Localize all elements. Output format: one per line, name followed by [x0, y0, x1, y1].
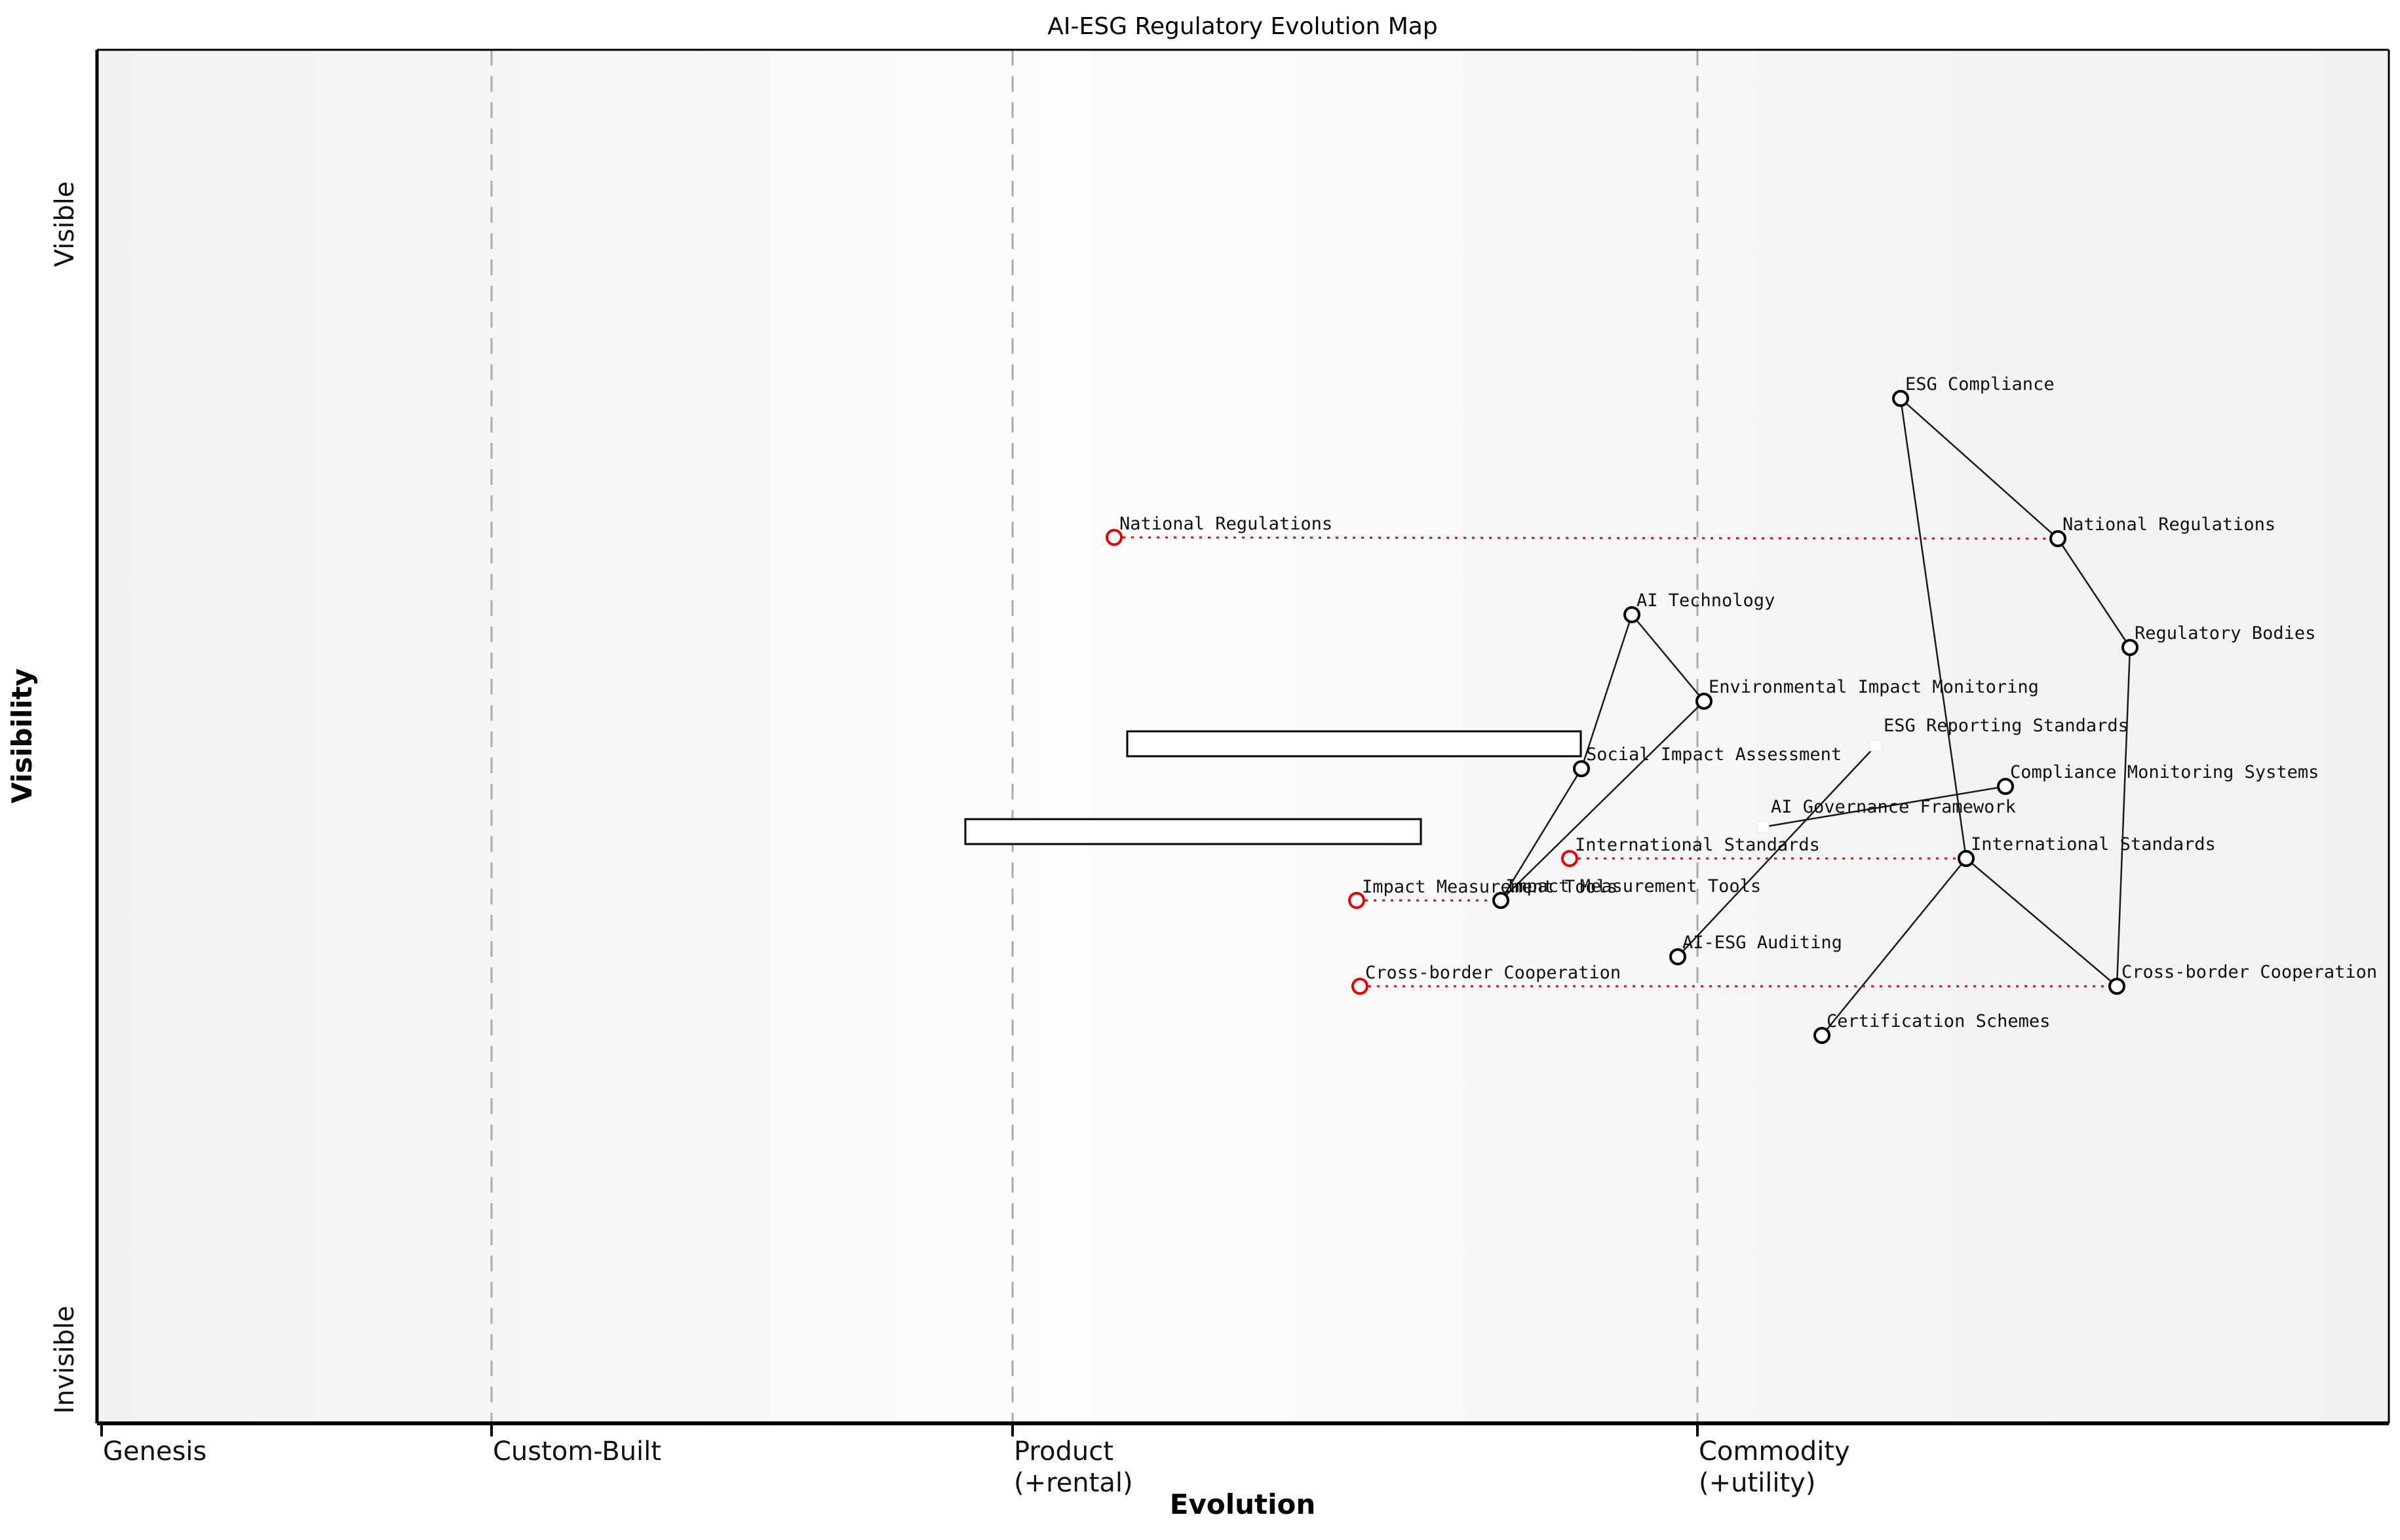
component-label: International Standards — [1971, 834, 2216, 855]
y-axis-title: Visibility — [6, 668, 38, 803]
stage-label-commodity: Commodity — [1699, 1436, 1850, 1467]
map-edge-ai_technology--environmental_impact_monitoring — [1631, 614, 1705, 702]
component-label: Cross-border Cooperation — [2121, 962, 2377, 982]
stage-label-genesis: Genesis — [103, 1436, 206, 1467]
component-label: AI-ESG Auditing — [1682, 933, 1842, 953]
stage-label-product: Product — [1014, 1436, 1113, 1467]
chart-title: AI-ESG Regulatory Evolution Map — [1047, 13, 1437, 40]
pipeline-box — [964, 818, 1422, 845]
component-label: Certification Schemes — [1827, 1011, 2050, 1031]
component-label: Social Impact Assessment — [1586, 744, 1842, 765]
stage-label-custom-built: Custom-Built — [493, 1436, 661, 1467]
y-axis-visible-label: Visible — [50, 182, 80, 267]
map-edge-esg_compliance--international_standards — [1899, 398, 1967, 859]
component-node — [1573, 760, 1590, 777]
map-edge-international_standards--certification_schemes — [1821, 858, 1967, 1036]
component-label: AI Governance Framework — [1771, 797, 2016, 817]
map-edge-international_standards--cross_border_cooperation — [1965, 858, 2118, 987]
old-position-node — [1106, 529, 1123, 546]
map-edge-ai_governance_framework--compliance_monitoring_systems — [1762, 785, 2006, 828]
component-label: National Regulations — [2062, 514, 2275, 535]
component-label: Compliance Monitoring Systems — [2010, 762, 2319, 782]
y-axis-invisible-label: Invisible — [50, 1306, 80, 1414]
stage-sublabel: (+rental) — [1014, 1468, 1133, 1498]
map-edge-ai_technology--social_impact_assessment — [1580, 614, 1633, 769]
pipeline-boxes-layer — [964, 730, 1582, 845]
map-marker-square — [1756, 821, 1770, 833]
old-position-label: Impact Measurement Tools — [1362, 877, 1617, 897]
component-label: Regulatory Bodies — [2135, 623, 2315, 644]
axis-ticks-layer — [100, 1423, 1699, 1436]
old-position-node — [1561, 850, 1578, 867]
component-label: Environmental Impact Monitoring — [1709, 677, 2039, 697]
x-axis-title: Evolution — [1170, 1488, 1315, 1520]
map-edge-environmental_impact_monitoring--impact_measurement_tools — [1500, 701, 1705, 901]
stage-sublabel: (+utility) — [1699, 1468, 1815, 1498]
gridlines-layer — [490, 50, 1699, 1423]
movement-lines-layer — [1113, 536, 2117, 988]
component-node — [2108, 978, 2125, 995]
component-label: ESG Compliance — [1905, 374, 2055, 395]
map-edge-esg_compliance--national_regulations — [1900, 398, 2059, 539]
map-edge-national_regulations--regulatory_bodies — [2057, 538, 2131, 648]
component-node — [1492, 892, 1509, 909]
map-marker-square — [1869, 740, 1882, 752]
component-node — [1623, 606, 1640, 623]
old-position-label: National Regulations — [1119, 514, 1332, 534]
map-edge-esg_reporting_standards--ai_esg_auditing — [1677, 745, 1876, 957]
component-node — [1695, 693, 1713, 710]
old-position-label: International Standards — [1575, 835, 1820, 855]
component-node — [2049, 530, 2066, 547]
component-node — [1997, 778, 2014, 795]
old-position-label: Cross-border Cooperation — [1365, 963, 1621, 983]
stage-labels-layer: Genesis Custom-Built Product(+rental) Commo… — [103, 1436, 1850, 1498]
component-label: ESG Reporting Standards — [1884, 716, 2129, 736]
map-edge-social_impact_assessment--impact_measurement_tools — [1500, 768, 1583, 901]
edges-layer — [1500, 398, 2131, 1036]
old-position-node — [1348, 892, 1365, 909]
old-position-node — [1351, 978, 1368, 995]
map-edge-regulatory_bodies--cross_border_cooperation — [2116, 647, 2131, 987]
component-node — [1892, 390, 1909, 407]
pipeline-box — [1126, 730, 1582, 758]
component-node — [2121, 639, 2139, 656]
component-node — [1669, 948, 1686, 965]
component-label: Impact Measurement Tools — [1505, 876, 1761, 896]
component-node — [1958, 850, 1975, 867]
component-label: AI Technology — [1636, 590, 1775, 611]
component-node — [1813, 1027, 1830, 1044]
